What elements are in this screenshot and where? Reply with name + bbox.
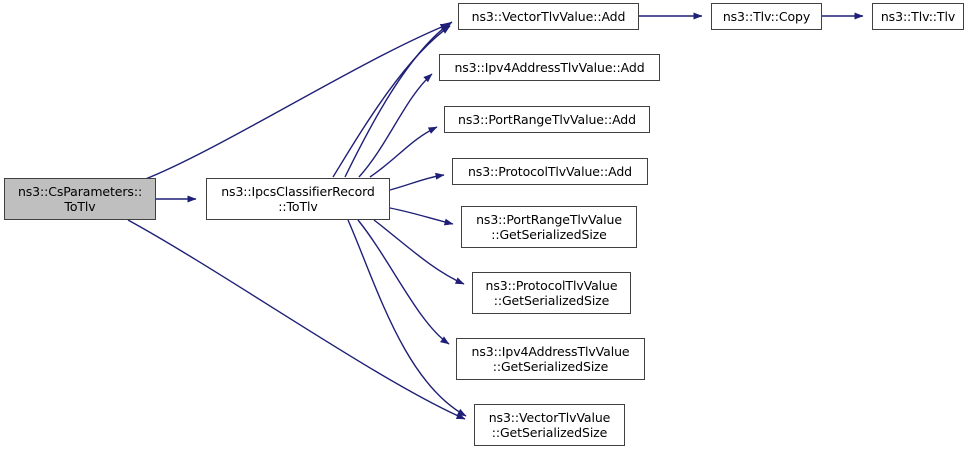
graph-node-ipcs_classifier_totlv[interactable]: ns3::IpcsClassifierRecord ::ToTlv: [206, 178, 390, 220]
graph-node-tlv_copy[interactable]: ns3::Tlv::Copy: [711, 3, 822, 30]
graph-node-label: ns3::ProtocolTlvValue::Add: [467, 164, 633, 179]
graph-node-portrange_add[interactable]: ns3::PortRangeTlvValue::Add: [444, 106, 650, 133]
graph-node-label: ns3::Ipv4AddressTlvValue ::GetSerialized…: [471, 344, 630, 374]
graph-edge-cs_params_totlv-to-vector_add: [142, 23, 450, 181]
graph-node-protocol_size[interactable]: ns3::ProtocolTlvValue ::GetSerializedSiz…: [472, 272, 631, 314]
graph-node-ipv4_add[interactable]: ns3::Ipv4AddressTlvValue::Add: [439, 54, 660, 81]
graph-node-tlv_tlv[interactable]: ns3::Tlv::Tlv: [872, 3, 964, 30]
graph-node-label: ns3::ProtocolTlvValue ::GetSerializedSiz…: [485, 278, 618, 308]
graph-node-label: ns3::PortRangeTlvValue ::GetSerializedSi…: [476, 212, 622, 242]
graph-edge-ipcs_classifier_totlv-to-portrange_add: [369, 126, 438, 178]
graph-edge-ipcs_classifier_totlv-to-vector_add: [344, 21, 453, 178]
graph-edge-ipcs_classifier_totlv-to-ipv4_size: [357, 219, 450, 345]
graph-node-label: ns3::Ipv4AddressTlvValue::Add: [454, 60, 645, 75]
graph-node-label: ns3::VectorTlvValue ::GetSerializedSize: [488, 410, 611, 440]
graph-node-cs_params_totlv[interactable]: ns3::CsParameters:: ToTlv: [4, 178, 156, 220]
graph-node-protocol_add[interactable]: ns3::ProtocolTlvValue::Add: [452, 158, 648, 185]
graph-edge-ipcs_classifier_totlv-to-protocol_size: [373, 219, 465, 285]
graph-node-ipv4_size[interactable]: ns3::Ipv4AddressTlvValue ::GetSerialized…: [456, 338, 645, 380]
graph-node-portrange_size[interactable]: ns3::PortRangeTlvValue ::GetSerializedSi…: [461, 206, 637, 248]
graph-node-vector_size[interactable]: ns3::VectorTlvValue ::GetSerializedSize: [474, 404, 625, 446]
graph-edge-ipcs_classifier_totlv-to-portrange_size: [389, 207, 454, 226]
graph-node-label: ns3::Tlv::Tlv: [880, 9, 956, 24]
graph-node-label: ns3::IpcsClassifierRecord ::ToTlv: [221, 184, 375, 214]
graph-edge-ipcs_classifier_totlv-to-ipv4_add: [358, 73, 433, 178]
graph-node-label: ns3::VectorTlvValue::Add: [471, 9, 626, 24]
graph-node-label: ns3::PortRangeTlvValue::Add: [458, 112, 636, 127]
graph-node-label: ns3::CsParameters:: ToTlv: [17, 184, 143, 214]
graph-edge-cs_params_totlv-to-vector_size: [127, 219, 466, 420]
graph-edge-ipcs_classifier_totlv-to-vector_add: [332, 25, 451, 178]
graph-edge-ipcs_classifier_totlv-to-protocol_add: [389, 172, 445, 191]
graph-edge-ipcs_classifier_totlv-to-vector_size: [347, 219, 467, 417]
graph-node-vector_add[interactable]: ns3::VectorTlvValue::Add: [458, 3, 639, 30]
graph-node-label: ns3::Tlv::Copy: [722, 9, 811, 24]
